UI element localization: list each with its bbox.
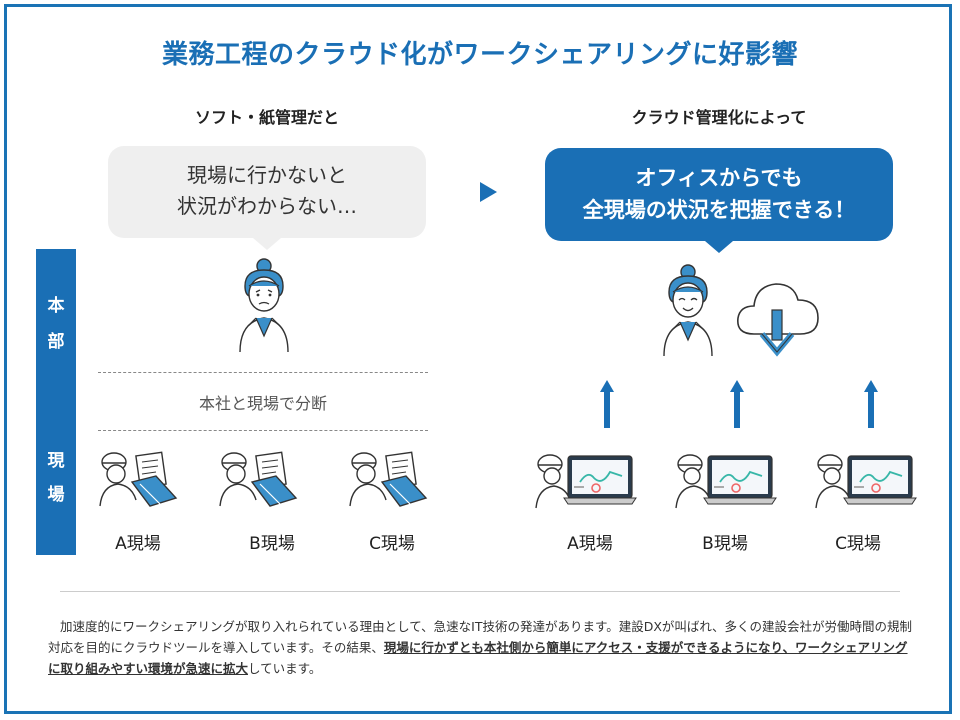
right-heading: クラウド管理化によって	[631, 108, 807, 127]
side-label-hon: 本	[47, 296, 65, 316]
section-divider	[60, 591, 900, 592]
body-text-emphasis: 現場に行かずとも本社側から簡単にアクセス・支援ができるようになり、ワークシェアリ…	[48, 640, 908, 676]
worker-with-laptop-icon	[535, 454, 637, 509]
up-arrow-icon	[730, 380, 744, 428]
page-frame	[4, 4, 952, 714]
worker-with-laptop-icon	[675, 454, 777, 509]
left-bubble-line2: 状況がわからない…	[177, 194, 357, 218]
worker-with-documents-icon	[99, 451, 178, 507]
right-bubble-line2: 全現場の状況を把握できる！	[582, 198, 856, 222]
body-text-part1: 加速度的にワークシェアリングが取り入れられている理由として、急速なIT技術の発達…	[48, 619, 913, 655]
side-label-ba: 場	[47, 485, 65, 505]
side-label-gen: 現	[47, 451, 65, 471]
right-site-c-label: C現場	[835, 534, 881, 554]
left-heading: ソフト・紙管理だと	[194, 108, 339, 127]
side-label-bu: 部	[47, 332, 65, 352]
right-speech-bubble: オフィスからでも 全現場の状況を把握できる！	[545, 148, 893, 253]
divider-top	[98, 372, 428, 373]
divider-bottom	[98, 430, 428, 431]
cloud-download-icon	[737, 283, 819, 357]
body-text-part2: しています。	[248, 661, 322, 676]
worried-woman-icon	[239, 258, 289, 353]
worker-with-documents-icon	[349, 451, 428, 507]
page-title: 業務工程のクラウド化がワークシェアリングに好影響	[161, 40, 798, 70]
worker-with-documents-icon	[219, 451, 298, 507]
up-arrow-icon	[864, 380, 878, 428]
left-site-a-label: A現場	[115, 534, 161, 554]
right-site-a-label: A現場	[567, 534, 613, 554]
split-text: 本社と現場で分断	[198, 394, 327, 413]
left-speech-bubble: 現場に行かないと 状況がわからない…	[108, 146, 426, 250]
side-category-bar: 本 部 現 場	[36, 249, 76, 555]
worker-with-laptop-icon	[815, 454, 917, 509]
right-site-b-label: B現場	[702, 534, 748, 554]
left-bubble-line1: 現場に行かないと	[187, 163, 347, 187]
right-bubble-line1: オフィスからでも	[635, 166, 803, 190]
right-arrow-icon	[480, 182, 497, 202]
left-site-b-label: B現場	[249, 534, 295, 554]
up-arrow-icon	[600, 380, 614, 428]
left-site-c-label: C現場	[369, 534, 415, 554]
body-paragraph: 加速度的にワークシェアリングが取り入れられている理由として、急速なIT技術の発達…	[48, 616, 918, 679]
smiling-woman-icon	[663, 264, 713, 357]
